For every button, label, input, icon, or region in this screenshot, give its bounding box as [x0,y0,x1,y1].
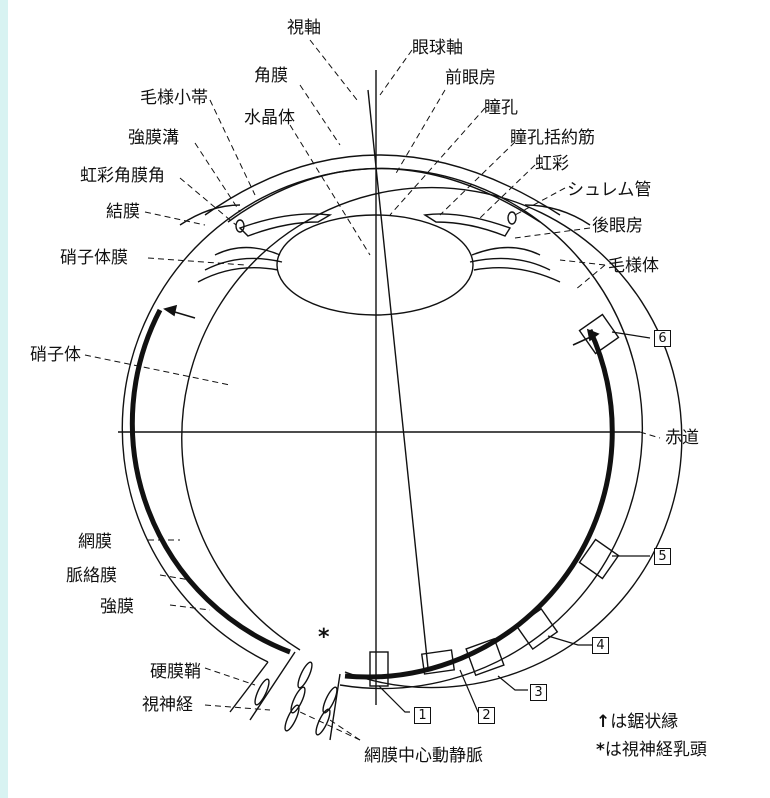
iris-left [238,213,333,237]
label-sphincter-pupillae: 瞳孔括約筋 [510,128,595,148]
label-scleral-sulcus: 強膜溝 [128,128,179,148]
optic-nerve-left-wall [249,651,296,721]
label-ciliary-body: 毛様体 [608,256,659,276]
optic-disc-asterisk: * [318,625,330,650]
ciliary-body-left [197,246,283,283]
retina-layer [129,308,615,680]
label-ciliary-zonule: 毛様小帯 [140,88,208,108]
lens-shape [276,214,474,316]
label-eyeball-axis: 眼球軸 [412,38,463,58]
cornea-inner [227,167,541,223]
label-hyaloid-membrane: 硝子体膜 [60,248,128,268]
box-4: 4 [592,637,609,654]
visual-axis-line [367,89,429,669]
choroid-outline [181,186,683,689]
sclera-outline [121,167,643,690]
conjunctiva-right [524,204,591,226]
legend-arrow-icon: ↑ [596,712,611,732]
legend-asterisk-text: は視神経乳頭 [604,740,707,760]
label-cornea: 角膜 [254,66,288,86]
label-posterior-chamber: 後眼房 [592,216,643,236]
label-equator: 赤道 [665,428,699,448]
box-3: 3 [530,684,547,701]
label-optic-nerve: 視神経 [142,695,193,715]
label-iris: 虹彩 [535,154,569,174]
label-retina: 網膜 [78,532,112,552]
cornea-outline [204,154,561,216]
label-vitreous-body: 硝子体 [30,345,81,365]
label-pupil: 瞳孔 [484,98,518,118]
label-anterior-chamber: 前眼房 [445,68,496,88]
label-iridocorneal-angle: 虹彩角膜角 [80,166,165,186]
legend-arrow-row: ↑は鋸状縁 [596,712,678,732]
label-dural-sheath: 硬膜鞘 [150,662,201,682]
legend-arrow-text: は鋸状縁 [610,712,679,732]
label-schlemm-canal: シュレム管 [567,180,652,200]
optic-nerve-right-wall [329,673,341,741]
label-choroid: 脈絡膜 [66,566,117,586]
iris-right [423,213,512,237]
legend-asterisk-icon: * [596,740,605,760]
label-lens: 水晶体 [244,108,295,128]
ciliary-body-right [469,246,561,283]
label-central-retinal-vessels: 網膜中心動静脈 [364,746,483,766]
legend-asterisk-row: *は視神経乳頭 [596,740,707,760]
label-visual-axis: 視軸 [287,18,321,38]
box-6: 6 [654,330,671,347]
conjunctiva-left [179,204,241,226]
label-sclera: 強膜 [100,597,134,617]
box-2: 2 [478,707,495,724]
box-5: 5 [654,548,671,565]
page-edge-strip [0,0,8,798]
box-1: 1 [414,707,431,724]
label-conjunctiva: 結膜 [106,202,140,222]
